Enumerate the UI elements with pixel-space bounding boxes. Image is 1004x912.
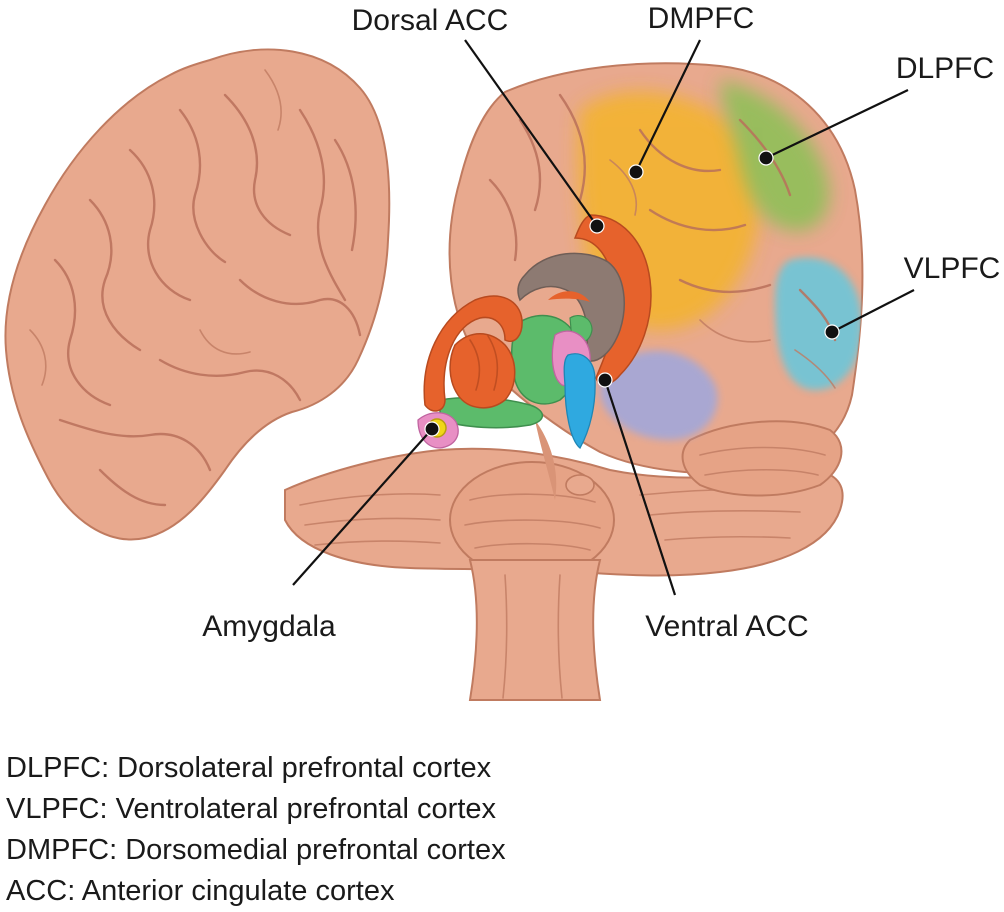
vlpfc-region [775,257,863,390]
legend-item-acc: ACC: Anterior cingulate cortex [6,875,395,907]
abbreviation-legend: DLPFC: Dorsolateral prefrontal cortex VL… [6,748,506,912]
legend-item-dlpfc: DLPFC: Dorsolateral prefrontal cortex [6,752,492,784]
dot-dlpfc [758,150,774,166]
dot-vlpfc [824,324,840,340]
dot-dmpfc [628,164,644,180]
leader-lines [292,39,915,596]
label-dorsal-acc: Dorsal ACC [352,4,509,37]
label-amygdala: Amygdala [202,610,336,643]
callout-labels: Dorsal ACC DMPFC DLPFC VLPFC Amygdala Ve… [202,2,1000,643]
dot-ventral-acc [597,372,613,388]
label-ventral-acc: Ventral ACC [645,610,808,643]
leader-dmpfc [635,39,701,173]
ventral-region [599,350,718,440]
dot-dorsal-acc [589,218,605,234]
leader-vlpfc [831,289,915,333]
leader-dlpfc [765,89,909,159]
right-hemisphere [417,62,864,497]
acc-region [573,214,652,385]
leader-amygdala [292,428,433,586]
label-dlpfc: DLPFC [896,52,994,85]
label-dmpfc: DMPFC [648,2,755,35]
dot-amygdala [424,421,440,437]
label-vlpfc: VLPFC [904,252,1001,285]
left-hemisphere [4,48,391,541]
leader-dorsal-acc [464,39,598,227]
leader-ventral-acc [603,379,677,596]
hypothalamus-region [563,353,596,449]
fornix-region [423,295,523,412]
legend-item-vlpfc: VLPFC: Ventrolateral prefrontal cortex [6,793,497,825]
legend-item-dmpfc: DMPFC: Dorsomedial prefrontal cortex [6,834,506,866]
callout-dots [424,150,840,437]
dlpfc-region [720,80,830,231]
